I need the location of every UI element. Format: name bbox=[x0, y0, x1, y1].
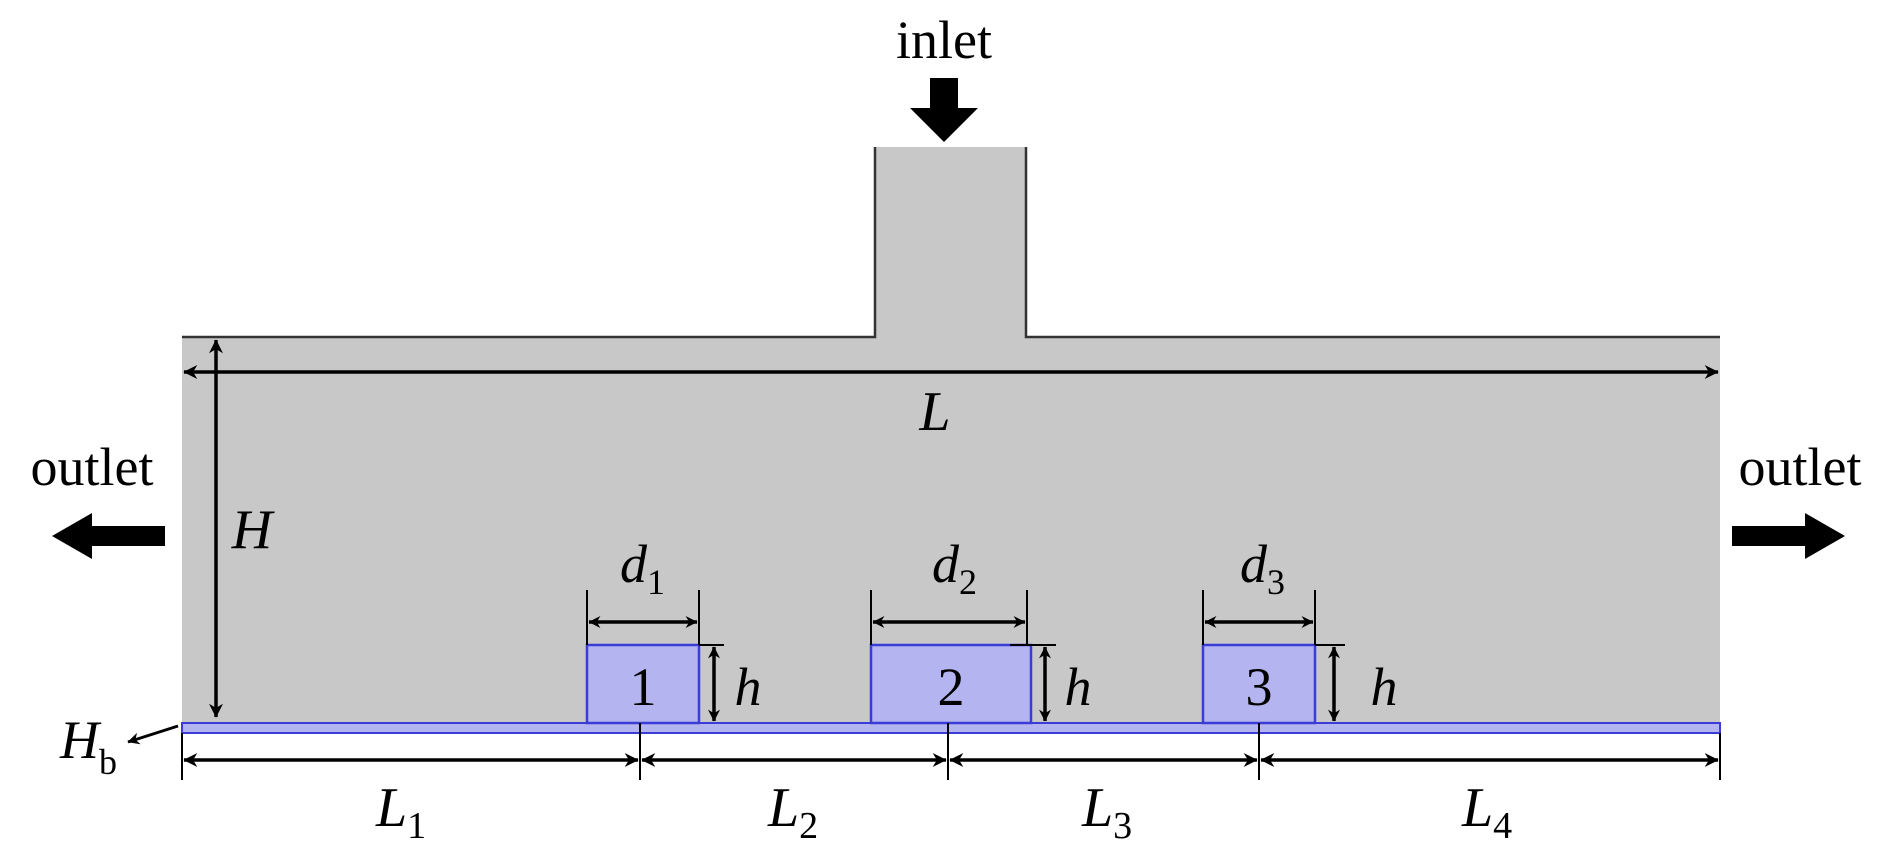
L2-label: L2 bbox=[767, 777, 818, 844]
outlet-right-label: outlet bbox=[1739, 437, 1862, 497]
L1-label: L1 bbox=[375, 777, 426, 844]
base-thickness-arrow bbox=[127, 724, 179, 745]
L3-label: L3 bbox=[1081, 777, 1132, 844]
length-label: L bbox=[918, 381, 950, 443]
h1-dimension bbox=[699, 644, 724, 722]
block-1-number: 1 bbox=[630, 657, 657, 717]
h3-dimension bbox=[1315, 644, 1345, 722]
segment-extension-lines bbox=[181, 723, 1721, 780]
d1-label: d1 bbox=[620, 534, 665, 602]
d3-dimension bbox=[1202, 590, 1316, 645]
heat-block-2: 2 bbox=[869, 643, 1033, 725]
outlet-right-arrow-icon bbox=[1732, 513, 1845, 559]
d3-label: d3 bbox=[1240, 534, 1285, 602]
inlet-label: inlet bbox=[896, 10, 992, 70]
d2-label: d2 bbox=[932, 534, 977, 602]
block-3-rect bbox=[1201, 643, 1317, 725]
L4-label: L4 bbox=[1461, 777, 1512, 844]
inlet-arrow-icon bbox=[910, 78, 978, 142]
d1-dimension bbox=[586, 590, 700, 645]
heat-block-3: 3 bbox=[1201, 643, 1317, 725]
outlet-left-label: outlet bbox=[31, 437, 154, 497]
block-3-number: 3 bbox=[1246, 657, 1273, 717]
fluid-domain bbox=[182, 147, 1720, 723]
base-plate bbox=[181, 722, 1721, 734]
h2-dimension bbox=[1010, 644, 1056, 722]
block-1-rect bbox=[585, 643, 701, 725]
height-label: H bbox=[231, 499, 275, 561]
base-thickness-label: Hb bbox=[59, 710, 117, 782]
block-2-number: 2 bbox=[938, 657, 965, 717]
channel-wall bbox=[182, 147, 1720, 339]
d2-dimension bbox=[870, 590, 1028, 645]
heat-block-1: 1 bbox=[585, 643, 701, 725]
block-2-rect bbox=[869, 643, 1033, 725]
h2-label: h bbox=[1065, 657, 1092, 717]
outlet-left-arrow-icon bbox=[52, 513, 165, 559]
h3-label: h bbox=[1371, 657, 1398, 717]
h1-label: h bbox=[735, 657, 762, 717]
